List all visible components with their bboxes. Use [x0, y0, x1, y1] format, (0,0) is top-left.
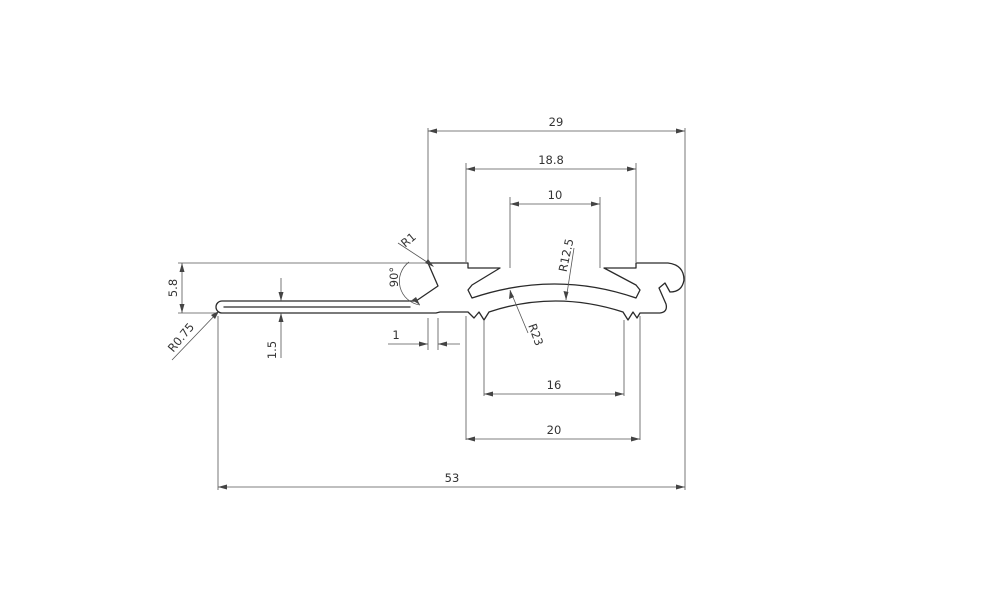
dim-strip-thickness: 1.5 — [265, 341, 279, 359]
dim-total-width: 53 — [445, 471, 460, 485]
label-angle: 90° — [387, 267, 401, 287]
dim-lower-span: 20 — [547, 423, 562, 437]
dim-step-offset: 1 — [392, 328, 399, 342]
label-radius-corner: R1 — [398, 230, 419, 251]
label-radius-tip: R0.75 — [165, 320, 197, 355]
label-radius-inner-arc: R12.5 — [556, 237, 577, 273]
dim-arc-span: 16 — [547, 378, 562, 392]
dim-inner-opening: 18.8 — [538, 153, 564, 167]
dim-height: 5.8 — [166, 279, 180, 297]
profile-outline — [215, 262, 685, 321]
dimension-labels: 53 29 18.8 10 20 16 1 5.8 1.5 R0.75 R1 9… — [165, 115, 577, 485]
dim-slot-width: 10 — [548, 188, 563, 202]
extension-lines — [178, 128, 686, 490]
dim-upper-width: 29 — [549, 115, 564, 129]
dimension-lines — [171, 128, 685, 490]
label-radius-outer-arc: R23 — [525, 322, 546, 348]
